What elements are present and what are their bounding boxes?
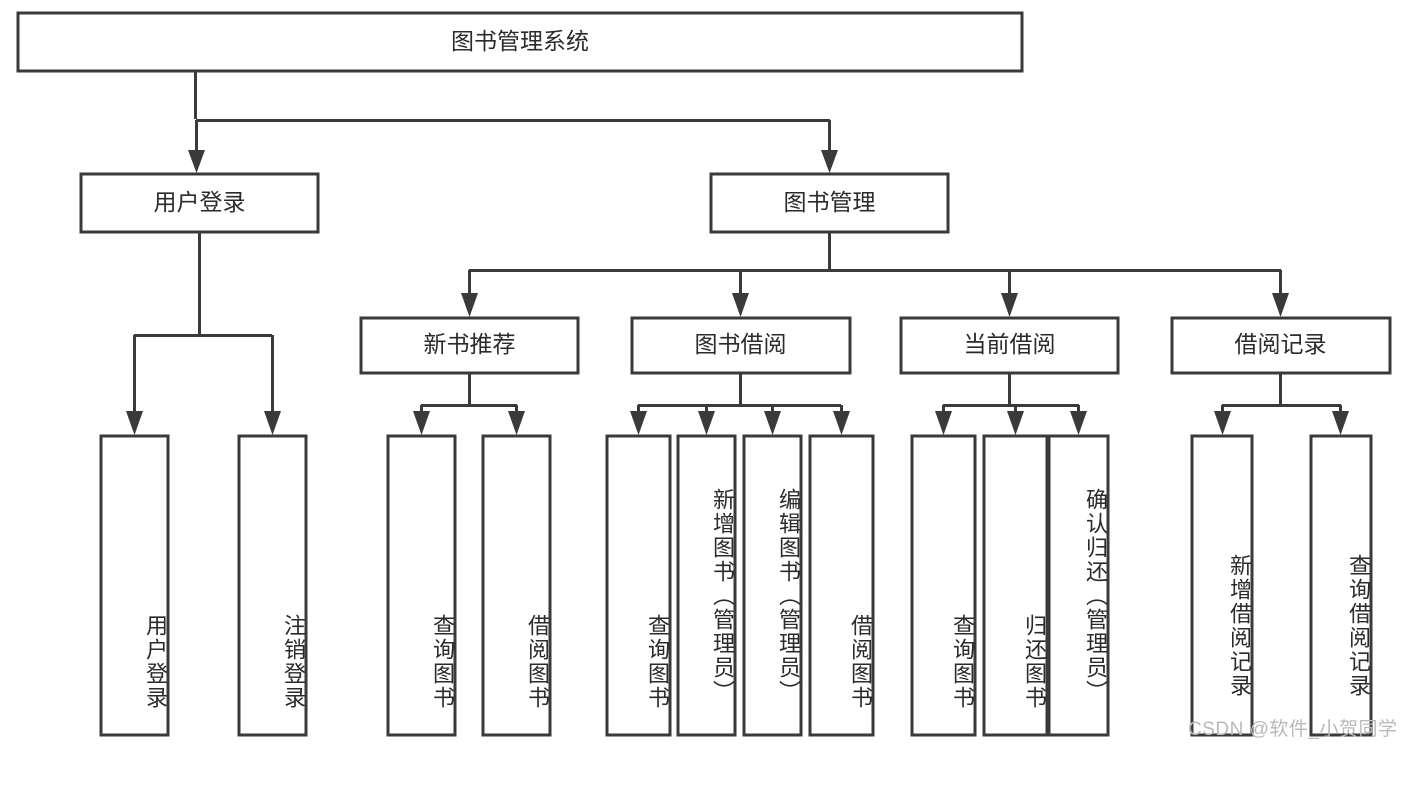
arrowhead-current-borrow — [1001, 293, 1018, 317]
leaf-boxes — [99, 434, 1373, 737]
arrowhead-leaf-query-book-3 — [935, 411, 952, 435]
node-new-book-recommend[interactable]: 新书推荐 — [359, 316, 580, 375]
leaf-box-edit-book-admin[interactable] — [742, 434, 803, 737]
leaf-box-confirm-return-admin[interactable] — [1047, 434, 1110, 737]
arrowhead-leaf-return-book — [1007, 411, 1024, 435]
node-current-borrow-box[interactable] — [899, 316, 1120, 375]
arrowhead-leaf-logout-login — [264, 411, 281, 435]
leaf-box-user-login[interactable] — [99, 434, 170, 737]
diagram-canvas: 图书管理系统 用户登录 图书管理 新书推荐 图书借阅 当前借阅 借阅记录 — [16, 11, 1398, 740]
leaf-box-query-book-3[interactable] — [910, 434, 977, 737]
arrowhead-leaf-edit-book-admin — [764, 411, 781, 435]
node-current-borrow[interactable]: 当前借阅 — [899, 316, 1120, 375]
node-book-borrow-box[interactable] — [630, 316, 852, 375]
node-book-management-label: 图书管理 — [784, 189, 876, 215]
connector-group-book-management — [461, 232, 1289, 317]
arrowhead-book-management — [821, 150, 838, 173]
leaf-box-borrow-book-1[interactable] — [481, 434, 552, 737]
arrowhead-leaf-borrow-book-1 — [508, 411, 525, 435]
node-borrow-record[interactable]: 借阅记录 — [1170, 316, 1392, 375]
node-borrow-record-label: 借阅记录 — [1235, 331, 1327, 357]
arrowhead-leaf-add-borrow-record — [1214, 411, 1231, 435]
hierarchy-diagram: 图书管理系统 用户登录 图书管理 新书推荐 图书借阅 当前借阅 借阅记录 — [16, 11, 1392, 737]
leaf-box-query-borrow-record[interactable] — [1309, 434, 1373, 737]
arrowhead-borrow-record — [1272, 293, 1289, 317]
arrowhead-leaf-user-login — [126, 411, 143, 435]
leaf-box-add-book-admin[interactable] — [676, 434, 737, 737]
node-root-box[interactable] — [16, 11, 1024, 73]
leaf-box-query-book-2[interactable] — [605, 434, 672, 737]
node-user-login[interactable]: 用户登录 — [79, 172, 320, 234]
arrowhead-leaf-borrow-book-2 — [833, 411, 850, 435]
csdn-watermark: CSDN @软件_小贺同学 — [1188, 719, 1398, 740]
node-new-book-recommend-box[interactable] — [359, 316, 580, 375]
arrowhead-new-book-recommend — [461, 293, 478, 317]
node-book-borrow[interactable]: 图书借阅 — [630, 316, 852, 375]
connector-group-root — [188, 71, 838, 173]
node-user-login-box[interactable] — [79, 172, 320, 234]
arrowhead-leaf-query-book-1 — [413, 411, 430, 435]
connector-group-new-book-recommend — [413, 373, 525, 435]
node-book-borrow-label: 图书借阅 — [695, 331, 787, 357]
leaf-box-borrow-book-2[interactable] — [808, 434, 875, 737]
arrowhead-leaf-confirm-return-admin — [1070, 411, 1087, 435]
leaf-box-logout-login[interactable] — [237, 434, 308, 737]
node-current-borrow-label: 当前借阅 — [964, 331, 1056, 357]
node-root-label: 图书管理系统 — [451, 28, 589, 54]
node-book-management-box[interactable] — [709, 172, 950, 234]
leaf-box-add-borrow-record[interactable] — [1190, 434, 1254, 737]
connector-group-borrow-record — [1214, 373, 1349, 435]
connector-group-current-borrow — [935, 373, 1087, 435]
arrowhead-user-login — [188, 150, 205, 173]
leaf-box-query-book-1[interactable] — [386, 434, 457, 737]
node-root[interactable]: 图书管理系统 — [16, 11, 1024, 73]
arrowhead-leaf-add-book-admin — [698, 411, 715, 435]
node-book-management[interactable]: 图书管理 — [709, 172, 950, 234]
arrowhead-leaf-query-book-2 — [630, 411, 647, 435]
connector-group-book-borrow — [630, 373, 850, 435]
arrowhead-leaf-query-borrow-record — [1332, 411, 1349, 435]
node-borrow-record-box[interactable] — [1170, 316, 1392, 375]
node-user-login-label: 用户登录 — [154, 189, 246, 215]
leaf-box-return-book[interactable] — [982, 434, 1049, 737]
connector-group-user-login — [126, 232, 281, 435]
node-new-book-recommend-label: 新书推荐 — [424, 331, 516, 357]
arrowhead-book-borrow — [732, 293, 749, 317]
